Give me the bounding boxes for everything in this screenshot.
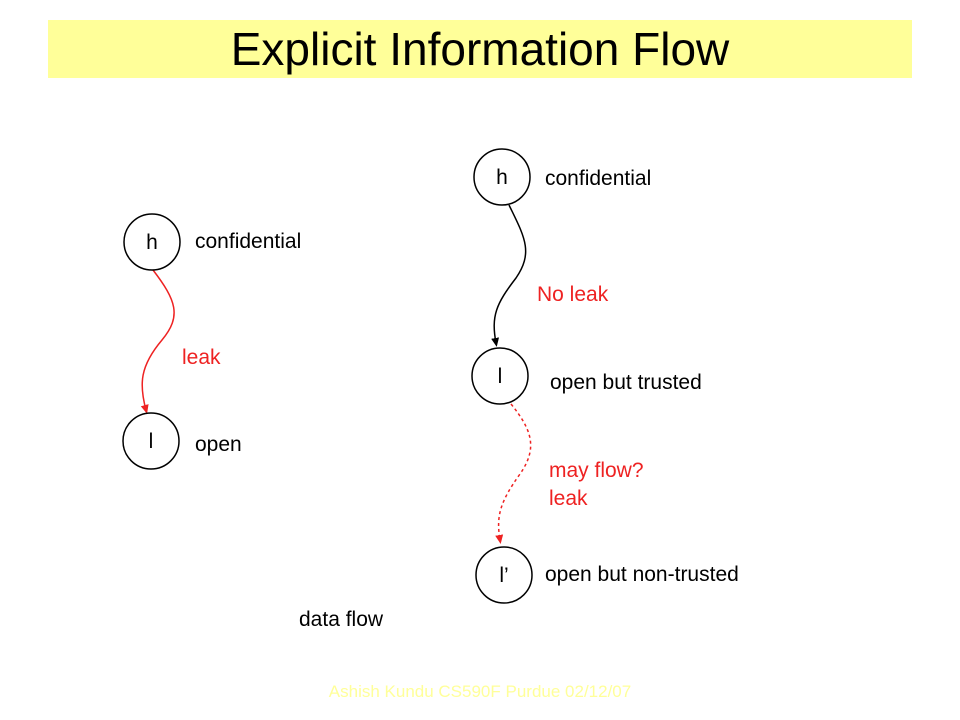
- left-high-node: [123, 213, 181, 271]
- left-leak-edge: [140, 269, 175, 414]
- left-high-node-text: h: [146, 231, 158, 254]
- right-low-label: open but non-trusted: [545, 563, 739, 586]
- right-high-node: [473, 148, 531, 206]
- right-leak-label: leak: [549, 487, 588, 510]
- slide-title: Explicit Information Flow: [230, 23, 730, 75]
- right-may-flow-edge: [495, 403, 532, 544]
- right-high-node-text: h: [496, 166, 508, 189]
- footer: Ashish Kundu CS590F Purdue 02/12/07: [328, 682, 632, 701]
- right-mid-node: [471, 347, 529, 405]
- left-high-label: confidential: [195, 230, 302, 253]
- data-flow-caption: data flow: [299, 608, 384, 631]
- right-no-leak-edge: [491, 204, 527, 347]
- right-no-leak-label: No leak: [537, 283, 609, 306]
- right-low-node-text: l’: [499, 564, 508, 587]
- title-bar: Explicit Information Flow: [48, 20, 912, 78]
- left-low-node-text: l: [149, 430, 154, 453]
- right-low-node: [475, 546, 533, 604]
- right-mid-node-text: l: [498, 365, 503, 388]
- right-may-flow-label: may flow?: [549, 459, 644, 482]
- left-low-label: open: [195, 433, 242, 456]
- right-mid-label: open but trusted: [550, 371, 702, 394]
- right-high-label: confidential: [545, 167, 652, 190]
- left-leak-label: leak: [182, 346, 221, 369]
- left-low-node: [122, 412, 180, 470]
